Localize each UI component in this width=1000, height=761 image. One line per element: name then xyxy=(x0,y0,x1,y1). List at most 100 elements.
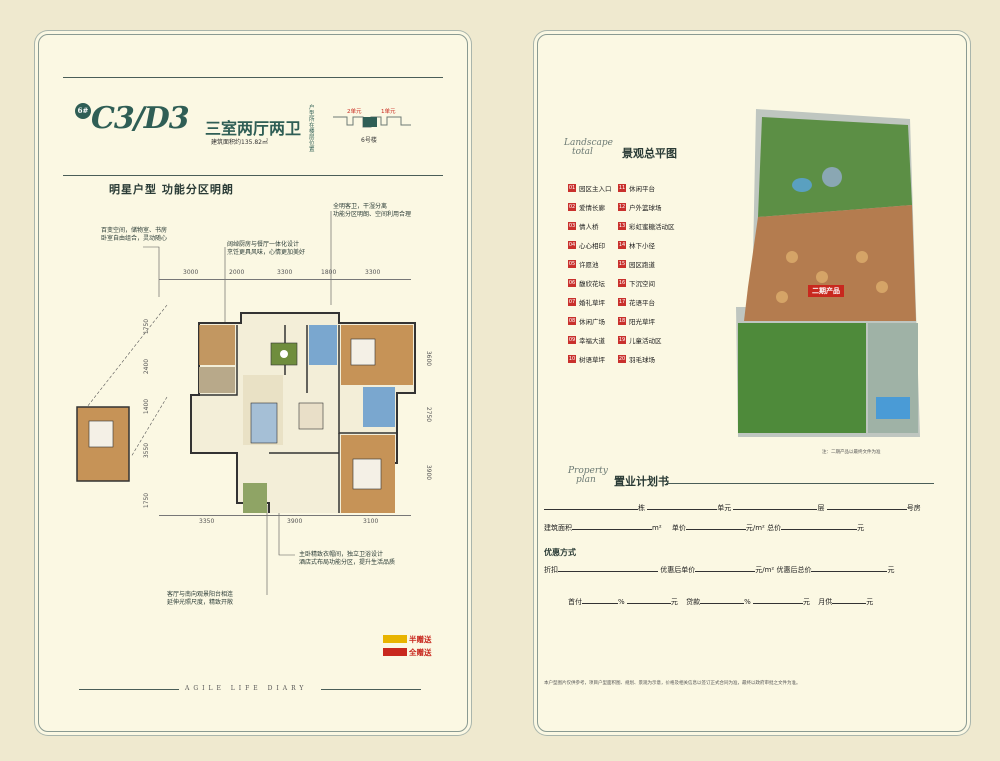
discount-field[interactable] xyxy=(558,565,658,572)
legend-label: 婚礼草坪 xyxy=(579,299,605,307)
loan-field[interactable] xyxy=(753,597,804,604)
legend-half-swatch xyxy=(383,635,407,643)
legend-number: 09 xyxy=(568,336,576,344)
unit-label-2: 2单元 xyxy=(347,109,362,115)
unit-no-field[interactable] xyxy=(647,503,718,510)
note-flexible: 百变空间，储物室、书房卧室自由组合，灵动随心 xyxy=(101,227,168,242)
dim-right-1: 3600 xyxy=(425,350,433,367)
legend-number: 02 xyxy=(568,203,576,211)
legend-number: 10 xyxy=(568,355,576,363)
disclaimer: 本户型图片仅供参考，项目户型面积图、规划、景观为示意，价格及相关信息以签订正式合… xyxy=(544,681,801,686)
position-label: 户型所在楼层位置 xyxy=(309,105,315,153)
discount-unit-price-field[interactable] xyxy=(695,565,756,572)
headline: 明星户型 功能分区明朗 xyxy=(109,183,234,196)
legend-number: 03 xyxy=(568,222,576,230)
dim-bottom-3: 3100 xyxy=(363,518,379,525)
legend-number: 08 xyxy=(568,317,576,325)
legend-label: 馥欣花坛 xyxy=(579,280,605,288)
total-price-field[interactable] xyxy=(781,523,858,530)
down-payment-field[interactable] xyxy=(626,597,671,604)
flex-room-drawing xyxy=(76,304,168,482)
legend-label: 休闲广场 xyxy=(579,318,605,326)
unit-code: C3/D3 xyxy=(91,101,190,136)
loan-pct-field[interactable] xyxy=(700,597,745,604)
legend-label: 休闲平台 xyxy=(629,185,655,193)
discount-total-field[interactable] xyxy=(811,565,888,572)
legend-label: 彩虹蜜糖活动区 xyxy=(629,223,675,231)
legend-full-label: 全赠送 xyxy=(409,648,432,657)
legend-number: 05 xyxy=(568,260,576,268)
legend-label: 园区跑道 xyxy=(629,261,655,269)
legend-label: 阳光草坪 xyxy=(629,318,655,326)
legend-label: 爱情长廊 xyxy=(579,204,605,212)
legend-label: 心心相印 xyxy=(579,242,605,250)
room-no-field[interactable] xyxy=(826,503,907,510)
legend-label: 羽毛球场 xyxy=(629,356,655,364)
map-phase-label: 二期产品 xyxy=(808,285,844,297)
legend-number: 13 xyxy=(618,222,626,230)
legend-label: 树语草坪 xyxy=(579,356,605,364)
legend-number: 17 xyxy=(618,298,626,306)
legend-label: 户外篮球场 xyxy=(629,204,662,212)
legend-label: 情人桥 xyxy=(579,223,599,231)
floor-field[interactable] xyxy=(733,503,818,510)
legend-label: 林下小径 xyxy=(629,242,655,250)
note-master: 主卧精致衣帽间，独立卫浴设计酒店式布局功能分区，提升生活品质 xyxy=(299,551,396,566)
site-plan-drawing xyxy=(736,109,920,437)
left-page: 6# C3/D3 三室两厅两卫 建筑面积约135.82㎡ 户型所在楼层位置 2单… xyxy=(38,34,468,732)
monthly-field[interactable] xyxy=(832,597,867,604)
note-bathroom: 全明客卫，干湿分离功能分区明朗、空间利用合理 xyxy=(333,203,412,218)
legend-number: 07 xyxy=(568,298,576,306)
legend-number: 18 xyxy=(618,317,626,325)
building-label: 6号楼 xyxy=(361,137,377,144)
dim-bottom-2: 3900 xyxy=(287,518,303,525)
form-row-4: 首付% 元 贷款% 元 月供元 xyxy=(568,597,874,606)
legend-half-label: 半赠送 xyxy=(409,635,432,644)
legend-number: 12 xyxy=(618,203,626,211)
legend-label: 许愿池 xyxy=(579,261,599,269)
site-plan: 二期产品 xyxy=(732,107,922,447)
dim-bottom-1: 3350 xyxy=(199,518,215,525)
map-note: 注：二期产品以最终文件为准 xyxy=(822,450,881,455)
note-kitchen: 阔绰厨房与餐厅一体化设计烹饪更具风味，心情更加美好 xyxy=(227,241,306,256)
plan-en: Property plan xyxy=(568,466,608,485)
discount-title: 优惠方式 xyxy=(544,548,576,557)
mid-rule xyxy=(63,175,443,176)
building-no-field[interactable] xyxy=(544,503,638,510)
dim-top-1: 3000 xyxy=(183,269,199,276)
dim-right-2: 2750 xyxy=(425,406,433,423)
building-shape-icon xyxy=(333,116,411,128)
unit-price-field[interactable] xyxy=(685,523,746,530)
down-payment-pct-field[interactable] xyxy=(582,597,618,604)
form-row-3: 折扣 优惠后单价元/m² 优惠后总价元 xyxy=(544,565,895,574)
legend-number: 20 xyxy=(618,355,626,363)
note-living: 客厅与南向观景阳台相连延伸光照尺度，精致开敞 xyxy=(167,591,234,606)
dim-top-5: 3300 xyxy=(365,269,381,276)
legend-label: 幸福大道 xyxy=(579,337,605,345)
dim-top-3: 3300 xyxy=(277,269,293,276)
legend-number: 04 xyxy=(568,241,576,249)
top-rule xyxy=(63,77,443,78)
area-field[interactable] xyxy=(572,523,652,530)
unit-label-1: 1单元 xyxy=(381,109,396,115)
legend-label: 下沉空间 xyxy=(629,280,655,288)
plan-title: 置业计划书 xyxy=(614,475,669,488)
legend-full-swatch xyxy=(383,648,407,656)
legend-label: 儿童活动区 xyxy=(629,337,662,345)
floor-plan-drawing xyxy=(190,312,416,513)
